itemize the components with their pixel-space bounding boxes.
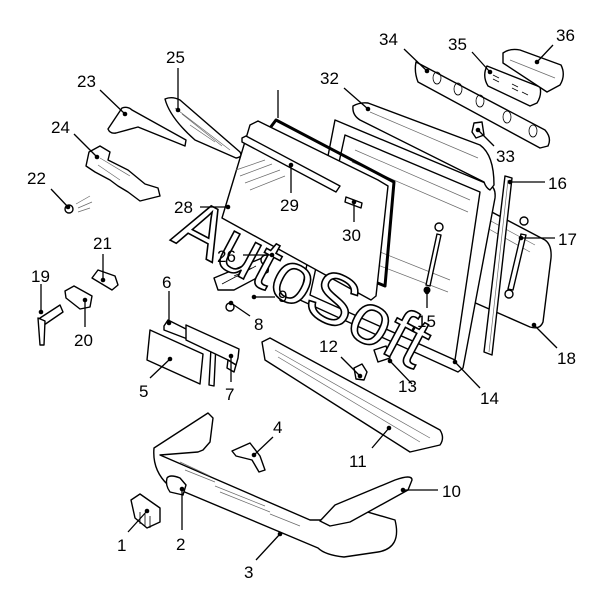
callout-label: 33 (496, 147, 515, 166)
part-36-lamp-cover[interactable] (502, 48, 564, 93)
callout-36[interactable]: 36 (534, 26, 575, 65)
callout-1[interactable]: 1 (117, 508, 150, 555)
part-5-number-plate[interactable] (146, 329, 204, 385)
part-12-bracket[interactable] (353, 363, 368, 381)
callout-33[interactable]: 33 (475, 127, 515, 166)
callout-label: 29 (280, 196, 299, 215)
callout-label: 6 (162, 273, 171, 292)
callout-label: 1 (117, 536, 126, 555)
callout-17[interactable]: 17 (518, 230, 577, 249)
part-22-nut[interactable] (64, 195, 93, 214)
callout-2[interactable]: 2 (176, 486, 185, 554)
callout-label: 32 (320, 69, 339, 88)
callout-label: 2 (176, 535, 185, 554)
callout-13[interactable]: 13 (387, 358, 417, 396)
callout-20[interactable]: 20 (74, 297, 93, 350)
callout-label: 14 (480, 389, 499, 408)
callout-label: 5 (139, 382, 148, 401)
callout-4[interactable]: 4 (251, 418, 283, 458)
callout-11[interactable]: 11 (349, 425, 392, 471)
part-35-lamp-lens[interactable] (484, 65, 542, 107)
callout-label: 13 (398, 377, 417, 396)
callout-label: 4 (273, 418, 282, 437)
callout-label: 17 (558, 230, 577, 249)
callout-5[interactable]: 5 (139, 356, 173, 401)
callout-label: 9 (278, 287, 287, 306)
part-34-light-bar[interactable] (414, 61, 551, 149)
callout-label: 7 (225, 385, 234, 404)
part-11-bumper-reinforcement[interactable] (261, 337, 444, 453)
callout-28[interactable]: 28 (174, 198, 231, 217)
callout-label: 28 (174, 198, 193, 217)
callout-label: 10 (442, 482, 461, 501)
callout-9[interactable]: 9 (251, 287, 288, 306)
part-13-bracket[interactable] (373, 345, 391, 363)
callout-label: 8 (254, 315, 263, 334)
callout-label: 11 (349, 452, 367, 471)
part-15-gas-strut[interactable] (423, 222, 444, 294)
callout-25[interactable]: 25 (166, 48, 185, 113)
callout-21[interactable]: 21 (93, 234, 112, 283)
part-32-upper-trim[interactable] (352, 102, 495, 191)
callout-26[interactable]: 26 (217, 247, 275, 266)
part-7-plate-lamp[interactable] (185, 324, 240, 373)
part-20-latch[interactable] (64, 285, 93, 310)
callout-34[interactable]: 34 (379, 30, 430, 74)
callout-label: 34 (379, 30, 398, 49)
callout-label: 19 (31, 267, 50, 286)
callout-10[interactable]: 10 (400, 482, 461, 501)
callout-12[interactable]: 12 (319, 337, 363, 379)
callout-22[interactable]: 22 (27, 169, 71, 210)
part-23-wiper-arm[interactable] (107, 106, 187, 147)
callout-35[interactable]: 35 (448, 35, 493, 75)
callout-label: 25 (166, 48, 185, 67)
callout-label: 24 (51, 118, 70, 137)
callout-3[interactable]: 3 (244, 531, 283, 582)
callout-6[interactable]: 6 (162, 273, 171, 326)
callout-label: 35 (448, 35, 467, 54)
callout-label: 18 (557, 349, 576, 368)
callout-label: 3 (244, 563, 253, 582)
callout-18[interactable]: 18 (531, 322, 576, 368)
part-4-bumper-bracket[interactable] (231, 442, 266, 473)
part-19-lock-cylinder[interactable] (37, 304, 64, 346)
callout-label: 12 (319, 337, 338, 356)
part-24-wiper-motor[interactable] (85, 145, 161, 202)
part-16-seal-strip[interactable] (483, 175, 513, 356)
callout-29[interactable]: 29 (280, 162, 299, 215)
callout-label: 15 (417, 312, 436, 331)
callout-14[interactable]: 14 (452, 359, 499, 408)
part-25-plate[interactable] (164, 97, 242, 159)
callout-30[interactable]: 30 (342, 199, 361, 245)
callout-label: 30 (342, 226, 361, 245)
callout-label: 16 (548, 174, 567, 193)
callout-label: 26 (217, 247, 236, 266)
callout-23[interactable]: 23 (77, 72, 128, 117)
part-17-gas-strut[interactable] (504, 216, 529, 299)
callout-label: 22 (27, 169, 46, 188)
callout-label: 21 (93, 234, 112, 253)
callout-16[interactable]: 16 (507, 174, 567, 193)
part-26-latch-mechanism[interactable] (213, 254, 272, 291)
callout-7[interactable]: 7 (225, 353, 234, 404)
callout-32[interactable]: 32 (320, 69, 371, 112)
callout-15[interactable]: 15 (417, 289, 436, 331)
callout-24[interactable]: 24 (51, 118, 100, 160)
callout-label: 23 (77, 72, 96, 91)
callout-label: 20 (74, 331, 93, 350)
part-10-bumper-end-cap[interactable] (319, 476, 413, 527)
part-28-rear-glass[interactable] (221, 120, 389, 301)
callout-8[interactable]: 8 (228, 300, 264, 334)
callout-19[interactable]: 19 (31, 267, 50, 315)
callout-label: 36 (556, 26, 575, 45)
